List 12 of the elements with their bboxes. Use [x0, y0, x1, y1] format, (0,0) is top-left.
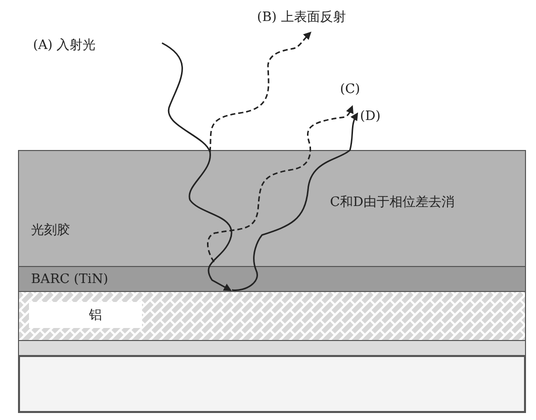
barc-layer — [18, 266, 526, 292]
layer-label: 光刻胶 — [31, 222, 70, 239]
text-label: C和D由于相位差去消 — [330, 194, 454, 211]
layer-label: 铝 — [29, 302, 142, 328]
thin-layer — [18, 340, 526, 356]
layer-label: BARC (TiN) — [31, 272, 108, 287]
text-label: (B) 上表面反射 — [257, 9, 346, 26]
text-label: (A) 入射光 — [33, 37, 96, 54]
substrate-layer — [18, 355, 526, 413]
photoresist-layer — [18, 150, 526, 267]
text-label: (C) — [340, 82, 360, 97]
text-label: (D) — [360, 109, 381, 124]
